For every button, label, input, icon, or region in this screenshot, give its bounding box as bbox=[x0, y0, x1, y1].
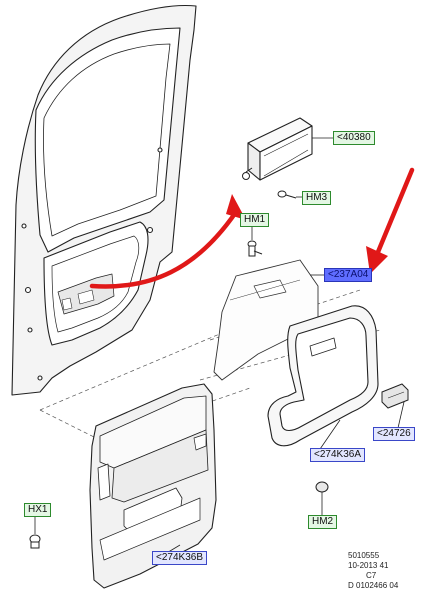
door-trim-panel-274k36b bbox=[89, 383, 217, 589]
door-shell bbox=[11, 5, 197, 396]
watershield-237a04 bbox=[213, 259, 319, 381]
callout-40380: <40380 bbox=[333, 131, 375, 145]
reference-line-1: 5010555 bbox=[348, 551, 380, 560]
trim-frame-274k36a bbox=[267, 305, 379, 447]
callout-24726: <24726 bbox=[373, 427, 415, 441]
clip-40380 bbox=[242, 167, 253, 180]
reference-line-4: D 0102466 04 bbox=[348, 581, 399, 590]
bag-part-40380 bbox=[247, 117, 313, 181]
straight-arrowhead bbox=[366, 246, 388, 274]
straight-red-arrow bbox=[375, 167, 415, 255]
diagram-reference: 5010555 10-2013 41 C7 D 0102466 04 bbox=[348, 551, 398, 591]
screw-hm3 bbox=[277, 190, 297, 199]
curved-red-arrow bbox=[89, 209, 239, 289]
callout-hm1: HM1 bbox=[240, 213, 270, 227]
clip-hx1 bbox=[29, 534, 41, 549]
callout-274k36a: <274K36A bbox=[310, 448, 365, 462]
callout-237a04: <237A04 bbox=[324, 268, 373, 282]
callout-274k36b: <274K36B bbox=[152, 551, 207, 565]
reference-line-3: C7 bbox=[366, 571, 377, 580]
clip-hm2 bbox=[315, 481, 329, 493]
clip-hm1 bbox=[247, 240, 263, 257]
callout-hm3: HM3 bbox=[302, 191, 332, 205]
switch-24726 bbox=[381, 383, 409, 409]
red-arrows bbox=[89, 167, 415, 289]
callout-hx1: HX1 bbox=[24, 503, 52, 517]
reference-line-2: 10-2013 41 bbox=[348, 561, 389, 570]
callout-hm2: HM2 bbox=[308, 515, 338, 529]
